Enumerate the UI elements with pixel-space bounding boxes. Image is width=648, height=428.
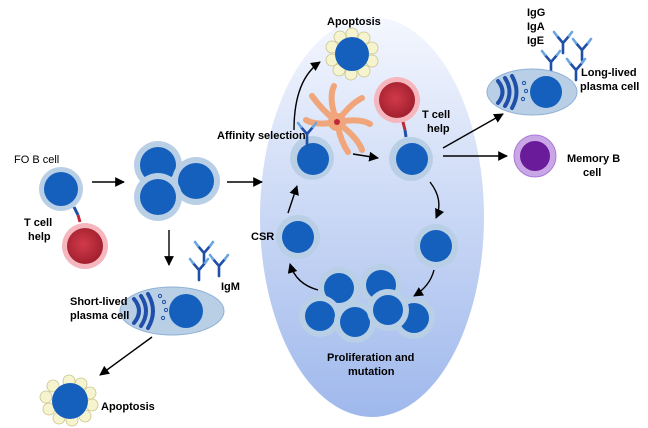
t-cell-help-left-label-2: help [28, 231, 51, 243]
arrow-selection-to-apoptosis [293, 61, 321, 131]
igm-antibodies [188, 240, 230, 282]
b-cell-t-help [389, 137, 433, 181]
memory-label: Memory B [567, 153, 620, 165]
csr-b-cell [276, 215, 320, 259]
arrow-t-help-to-dividing [429, 181, 445, 219]
long-lived-label: Long-lived [581, 67, 637, 79]
igg-label: IgG [527, 7, 545, 19]
t-cell-help-gc-label-2: help [427, 123, 450, 135]
proliferation-label-2: mutation [348, 366, 395, 378]
t-cell-help-left-label: T cell [24, 217, 52, 229]
synapse-left [72, 206, 82, 223]
short-lived-plasma-cell [119, 286, 225, 336]
arrow-short-lived-to-apoptosis [99, 336, 153, 376]
iga-label: IgA [527, 21, 545, 33]
arrow-selection-to-t-help [352, 151, 379, 162]
follicular-dendritic-cell [303, 83, 373, 155]
affinity-selection-label: Affinity selection [217, 130, 306, 142]
proliferation-label: Proliferation and [327, 352, 414, 364]
t-cell-gc [374, 77, 420, 123]
apoptosis-top-label: Apoptosis [327, 16, 381, 28]
synapse-gc [401, 121, 408, 138]
fo-b-cell [39, 167, 83, 211]
arrow-csr-to-selection [287, 185, 299, 214]
apoptotic-cell-top [325, 27, 379, 81]
short-lived-label-2: plasma cell [70, 310, 129, 322]
t-cell-help-gc-label: T cell [422, 109, 450, 121]
arrow-proliferation-to-csr [287, 263, 319, 291]
proliferating-cells [299, 264, 435, 343]
dividing-b-cell [414, 224, 458, 268]
apoptotic-cell-bottom [39, 374, 99, 427]
long-lived-plasma-cell [486, 68, 578, 116]
apoptosis-bottom-label: Apoptosis [101, 401, 155, 413]
short-lived-label: Short-lived [70, 296, 127, 308]
selecting-b-cell [290, 121, 334, 180]
t-cell-left [62, 223, 108, 269]
activated-b-cell-cluster [134, 141, 220, 221]
memory-b-cell [513, 134, 557, 178]
fo-b-cell-label: FO B cell [14, 154, 59, 166]
arrow-to-long-lived [442, 113, 504, 149]
arrow-dividing-to-proliferation [413, 269, 435, 297]
memory-label-2: cell [583, 167, 601, 179]
ige-label: IgE [527, 35, 544, 47]
csr-label: CSR [251, 231, 274, 243]
long-lived-label-2: plasma cell [580, 81, 639, 93]
igm-label: IgM [221, 281, 240, 293]
